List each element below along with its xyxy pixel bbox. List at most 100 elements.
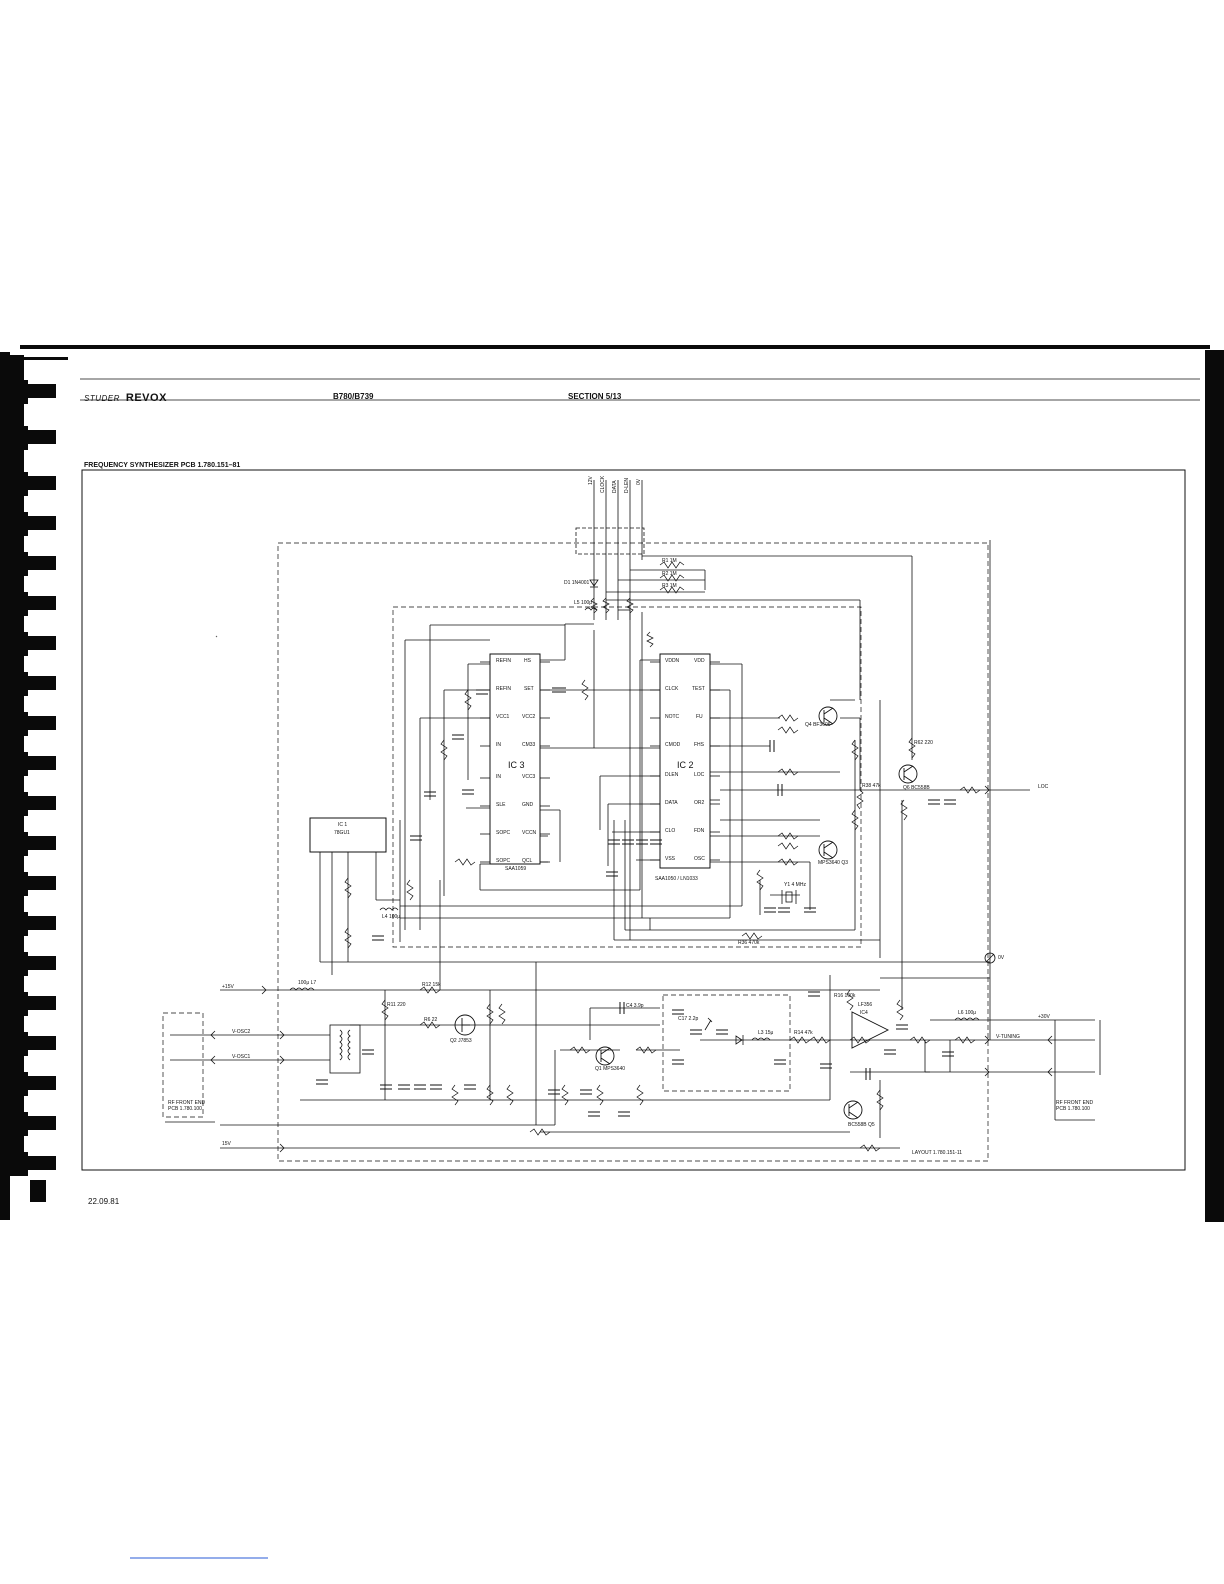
dashed-boundaries bbox=[162, 542, 989, 1162]
ic3-pin-in: IN bbox=[496, 742, 501, 748]
ic2-pin-or2: OR2 bbox=[694, 800, 705, 806]
diagram-frame bbox=[81, 469, 1186, 1171]
dotted-mark bbox=[215, 635, 218, 638]
ic2-ref: IC 2 bbox=[677, 760, 694, 770]
brand-prefix: STUDER bbox=[84, 394, 120, 403]
conn-clock: CLOCK bbox=[600, 475, 606, 493]
conn-dlen: D-LEN bbox=[624, 477, 630, 493]
ic2-pin-fu: FU bbox=[696, 714, 703, 720]
ic2-body bbox=[659, 653, 711, 869]
ic3-pin-qcl: QCL bbox=[522, 858, 533, 864]
conn-data: DATA bbox=[612, 480, 618, 493]
inductors bbox=[289, 607, 980, 1074]
ic2-pin-clck: CLCK bbox=[665, 686, 679, 692]
q4-label: Q4 BF3606 bbox=[805, 722, 831, 728]
conn-vtuning: V-TUNING bbox=[996, 1034, 1020, 1040]
header-rules bbox=[80, 378, 1200, 401]
ic2-pin-fdn: FDN bbox=[694, 828, 705, 834]
ic3-pin-refin: REFIN bbox=[496, 658, 511, 664]
connector-arrows bbox=[165, 785, 1101, 1153]
ic3-pin-gnd: GND bbox=[522, 802, 534, 808]
ic3-pin-in2: IN bbox=[496, 774, 501, 780]
ic3-ref: IC 3 bbox=[508, 760, 525, 770]
ic2-pin-vdd: VDD bbox=[694, 658, 705, 664]
conn-0v-top: 0V bbox=[636, 478, 642, 485]
l3-label: L3 15μ bbox=[758, 1030, 774, 1036]
ic2-pin-loc: LOC bbox=[694, 772, 705, 778]
r2-label: R2 1M bbox=[662, 571, 677, 577]
ic2-pin-vddn: VDDN bbox=[665, 658, 680, 664]
ic3-pin-vcc2: VCC2 bbox=[522, 714, 536, 720]
ic3-type: SAA1059 bbox=[505, 866, 527, 872]
r1-label: R1 1M bbox=[662, 558, 677, 564]
c17-label: C17 2.2p bbox=[678, 1016, 699, 1022]
c4-label: C4 3.9p bbox=[626, 1003, 644, 1009]
connector-block-top bbox=[575, 480, 645, 620]
transistors bbox=[454, 706, 918, 1120]
ic2-pin-osc: OSC bbox=[694, 856, 705, 862]
conn-vosc1: V-OSC1 bbox=[232, 1054, 251, 1060]
layout-note: LAYOUT 1.780.151-11 bbox=[912, 1150, 963, 1156]
r11-label: R11 220 bbox=[387, 1002, 406, 1008]
r12-label: R12 15k bbox=[422, 982, 441, 988]
r14-label: R14 47k bbox=[794, 1030, 813, 1036]
brand-logo: STUDER REVOX bbox=[84, 392, 167, 404]
r16-label: R16 100k bbox=[834, 993, 856, 999]
ic3-pin-sopc2: SOPC bbox=[496, 858, 511, 864]
r6-label: R6 22 bbox=[424, 1017, 438, 1023]
schematic-title: FREQUENCY SYNTHESIZER PCB 1.780.151–81 bbox=[84, 462, 241, 469]
ic2-pin-notc: NOTC bbox=[665, 714, 680, 720]
ground-symbol-0v bbox=[984, 952, 996, 964]
ic2-pin-test: TEST bbox=[692, 686, 705, 692]
ic-pins bbox=[480, 661, 720, 863]
ic2-pin-data: DATA bbox=[665, 800, 678, 806]
conn-vosc2: V-OSC2 bbox=[232, 1029, 251, 1035]
r3-label: R3 1M bbox=[662, 583, 677, 589]
ic3-pin-vcc1: VCC1 bbox=[496, 714, 510, 720]
y1-label: Y1 4 MHz bbox=[784, 882, 806, 888]
ic2-pin-vss: VSS bbox=[665, 856, 676, 862]
q6-label: Q6 BC558B bbox=[903, 785, 930, 791]
conn-plus15v: +15V bbox=[222, 984, 234, 990]
opamp-ic4 bbox=[851, 1011, 890, 1049]
capacitors bbox=[316, 687, 956, 1117]
ic2-pin-dlen: DLEN bbox=[665, 772, 679, 778]
diodes-crystal bbox=[589, 579, 797, 1045]
ic4-type: LF356 bbox=[858, 1002, 873, 1008]
q3-label: MPS3640 Q3 bbox=[818, 860, 849, 866]
l7-label: 100μ L7 bbox=[298, 980, 317, 986]
ic2-pin-fhs: FHS bbox=[694, 742, 704, 748]
l4-label: L4 100μ bbox=[382, 914, 401, 920]
q2-label: Q2 J7853 bbox=[450, 1038, 472, 1044]
resistors bbox=[344, 561, 981, 1152]
conn-12v: 12V bbox=[588, 476, 594, 485]
l6-label: L6 100μ bbox=[958, 1010, 977, 1016]
ic1-ref: IC 1 bbox=[338, 822, 348, 828]
d1-label: D1 1N4001 bbox=[564, 580, 590, 586]
q1-label: Q1 MPS3640 bbox=[595, 1066, 626, 1072]
ic3-pin-sopc: SOPC bbox=[496, 830, 511, 836]
conn-15v: 15V bbox=[222, 1141, 231, 1147]
revision-date: 22.09.81 bbox=[88, 1197, 120, 1206]
conn-30v: +30V bbox=[1038, 1014, 1050, 1020]
q5-label: BC558B Q5 bbox=[848, 1122, 875, 1128]
r38-label: R38 47k bbox=[862, 783, 881, 789]
ic2-pin-cmod: CMOD bbox=[665, 742, 681, 748]
ic3-pin-hs: HS bbox=[524, 658, 531, 664]
ic4-ref: IC4 bbox=[860, 1010, 868, 1016]
ic3-pin-cm33: CM33 bbox=[522, 742, 536, 748]
l5-label: L5 100μ bbox=[574, 600, 593, 606]
ic2-pin-clo: CLO bbox=[665, 828, 676, 834]
ic3-pin-vcc3: VCC3 bbox=[522, 774, 536, 780]
spiral-binding bbox=[0, 352, 68, 1220]
ic3-pin-sle: SLE bbox=[496, 802, 506, 808]
ic1-type: 78GU1 bbox=[334, 830, 350, 836]
conn-loc: LOC bbox=[1038, 784, 1049, 790]
rf-front-end-left: RF FRONT END PCB 1.780.100 bbox=[168, 1100, 206, 1112]
brand-name: REVOX bbox=[125, 392, 167, 404]
model-number: B780/B739 bbox=[333, 392, 374, 401]
r62-label: R62 220 bbox=[914, 740, 933, 746]
r36-label: R36 470k bbox=[738, 940, 760, 946]
ic2-type: SAA1050 / LN1033 bbox=[655, 876, 698, 882]
